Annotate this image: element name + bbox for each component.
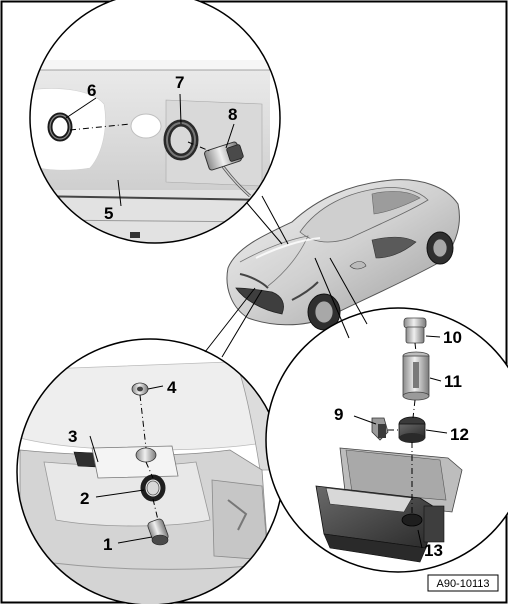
callout-9: 9 (334, 405, 343, 424)
holder-part-12 (398, 416, 426, 443)
detail-connector-lines (204, 195, 368, 358)
vehicle-illustration (226, 179, 460, 331)
plug-part-10 (403, 317, 427, 344)
callout-8: 8 (228, 105, 237, 124)
callout-6: 6 (87, 81, 96, 100)
callout-5: 5 (104, 204, 113, 223)
sensor-part-1 (147, 518, 169, 546)
callout-labels: 6 7 8 5 4 3 2 1 10 11 9 12 13 (68, 73, 469, 560)
callout-7: 7 (175, 73, 184, 92)
socket-part-8 (204, 141, 244, 171)
detail-center-console-view (265, 307, 508, 573)
callout-leader-lines (65, 93, 448, 549)
callout-11: 11 (444, 372, 462, 391)
figure-reference-box: A90-10113 (427, 574, 499, 592)
callout-1: 1 (103, 535, 112, 554)
callout-10: 10 (443, 328, 462, 347)
callout-3: 3 (68, 427, 77, 446)
callout-2: 2 (80, 489, 89, 508)
console-tray-part-13 (315, 447, 463, 563)
detail-front-bumper-view (16, 338, 284, 604)
detail-circle-bottom-right (265, 307, 508, 573)
socket-part-11 (402, 351, 430, 401)
callout-4: 4 (167, 378, 177, 397)
callout-13: 13 (424, 541, 443, 560)
detail-rear-wall-view (29, 0, 281, 244)
figure-reference-code: A90-10113 (436, 578, 489, 590)
detail-circle-top (29, 0, 281, 244)
callout-12: 12 (450, 425, 469, 444)
